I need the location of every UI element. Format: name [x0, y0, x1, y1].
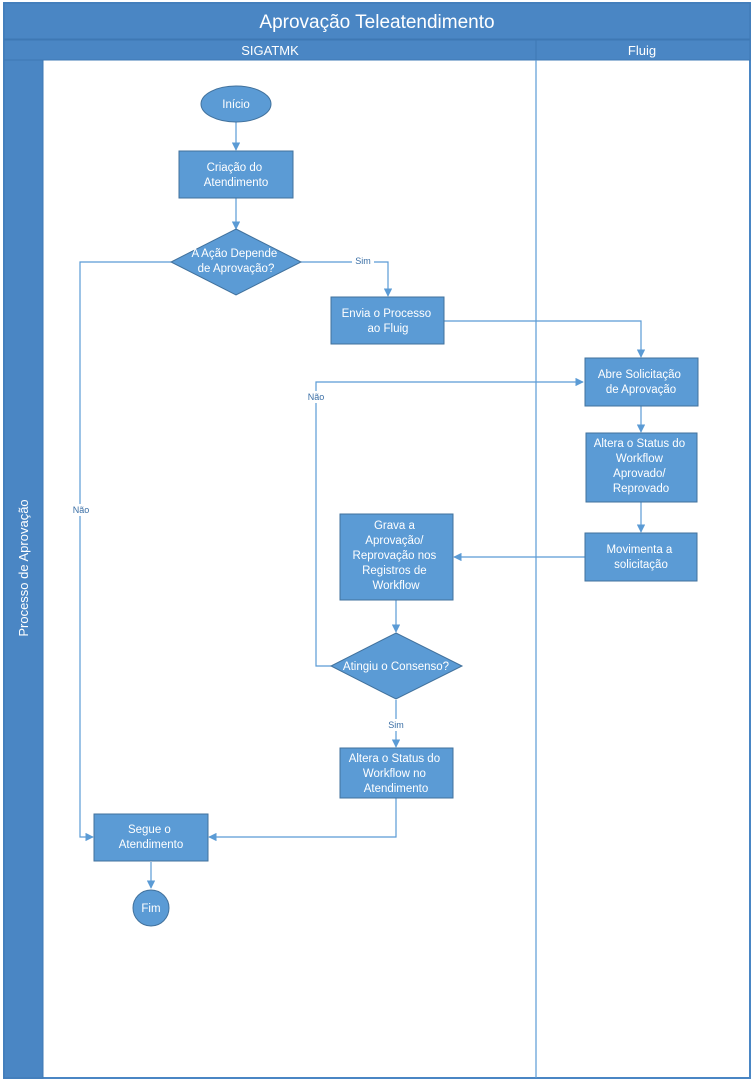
- node-label: solicitação: [614, 559, 668, 571]
- node-label: Fim: [141, 903, 160, 915]
- lane-header-fluig: Fluig: [535, 39, 751, 61]
- edge-decisao-envia: [301, 261, 393, 297]
- node-label: ao Fluig: [368, 323, 409, 335]
- diagram-title: Aprovação Teleatendimento: [259, 12, 494, 33]
- decision-depende-aprovacao: A Ação Depende de Aprovação?: [169, 228, 303, 296]
- node-label: Início: [222, 99, 250, 111]
- node-label: Aprovação/: [365, 535, 424, 547]
- decision-consenso: Atingiu o Consenso?: [329, 632, 464, 700]
- lane-label-sigatmk: SIGATMK: [241, 43, 299, 58]
- edge-labels: Sim Não Não Sim: [69, 255, 407, 731]
- node-label: Envia o Processo: [342, 308, 432, 320]
- pool-label: Processo de Aprovação: [16, 499, 31, 636]
- task-movimenta-solicitacao: Movimenta a solicitação: [584, 532, 698, 582]
- edge-label-sim-consenso: Sim: [388, 720, 404, 730]
- task-criacao-atendimento: Criação do Atendimento: [178, 150, 294, 199]
- node-label: de Aprovação?: [198, 263, 275, 275]
- node-label: Registros de: [362, 565, 427, 577]
- task-altera-status-fluig: Altera o Status do Workflow Aprovado/ Re…: [585, 432, 698, 503]
- svg-text:Abre Solicitação de Apro: Abre Solicitação de Aprovação: [598, 369, 684, 396]
- node-label: Grava a: [374, 520, 416, 532]
- node-label: Aprovado/: [613, 468, 666, 480]
- task-envia-processo: Envia o Processo ao Fluig: [330, 296, 445, 345]
- task-segue-atendimento: Segue o Atendimento: [93, 813, 209, 862]
- node-label: Reprovado: [613, 483, 669, 495]
- end-event: Fim: [132, 889, 170, 927]
- svg-text:Altera o Status do Workf: Altera o Status do Workflow Aprovado/ Re…: [594, 438, 689, 495]
- lane-label-fluig: Fluig: [628, 43, 656, 58]
- edge-envia-abre: [444, 320, 646, 358]
- svg-text:Movimenta a solicitação: Movimenta a solicitação: [606, 544, 675, 571]
- svg-text:Segue o Atendimento: Segue o Atendimento: [119, 824, 184, 851]
- svg-text:Criação do Atendimento: Criação do Atendimento: [204, 162, 269, 189]
- node-label: Atingiu o Consenso?: [343, 661, 449, 673]
- title-bar: Aprovação Teleatendimento: [3, 2, 751, 40]
- node-label: Abre Solicitação: [598, 369, 681, 381]
- edge-label-sim-aprovacao: Sim: [355, 256, 371, 266]
- node-label: Atendimento: [204, 177, 269, 189]
- node-label: Movimenta a: [606, 544, 672, 556]
- node-label: Segue o: [128, 824, 171, 836]
- node-label: Altera o Status do: [594, 438, 685, 450]
- node-label: Criação do: [207, 162, 263, 174]
- task-abre-solicitacao: Abre Solicitação de Aprovação: [584, 357, 699, 407]
- edge-label-nao-consenso: Não: [308, 392, 325, 402]
- start-event: Início: [200, 85, 272, 123]
- node-label: de Aprovação: [606, 384, 676, 396]
- task-grava-aprovacao: Grava a Aprovação/ Reprovação nos Regist…: [339, 513, 454, 601]
- edge-consenso-abre: [315, 377, 584, 667]
- svg-text:Início: Início: [222, 99, 250, 111]
- task-altera-status-atendimento: Altera o Status do Workflow no Atendimen…: [339, 747, 454, 799]
- edge-label-nao-aprovacao: Não: [73, 505, 90, 515]
- svg-text:Envia o Processo ao Flui: Envia o Processo ao Fluig: [342, 308, 435, 335]
- svg-text:Atingiu o Consenso?: Atingiu o Consenso?: [343, 661, 449, 673]
- pool-side-bar: Processo de Aprovação: [3, 59, 44, 1079]
- svg-text:Grava a Aprovação/: Grava a Aprovação/ Reprovação nos Regist…: [353, 520, 440, 592]
- node-label: A Ação Depende: [192, 248, 278, 260]
- edge-altera-segue: [208, 798, 397, 842]
- node-label: Workflow: [372, 580, 420, 592]
- node-label: Altera o Status do: [349, 753, 440, 765]
- svg-text:A Ação Depende de Aprova: A Ação Depende de Aprovação?: [192, 248, 281, 275]
- node-label: Reprovação nos: [353, 550, 437, 562]
- node-label: Workflow: [616, 453, 664, 465]
- node-label: Workflow no: [363, 768, 426, 780]
- lane-header-sigatmk: SIGATMK: [3, 39, 537, 61]
- svg-text:Altera o Status do Workf: Altera o Status do Workflow no Atendimen…: [349, 753, 444, 795]
- svg-text:Fim: Fim: [141, 903, 160, 915]
- node-label: Atendimento: [119, 839, 184, 851]
- edge-decisao-segue: [79, 261, 171, 842]
- node-label: Atendimento: [364, 783, 429, 795]
